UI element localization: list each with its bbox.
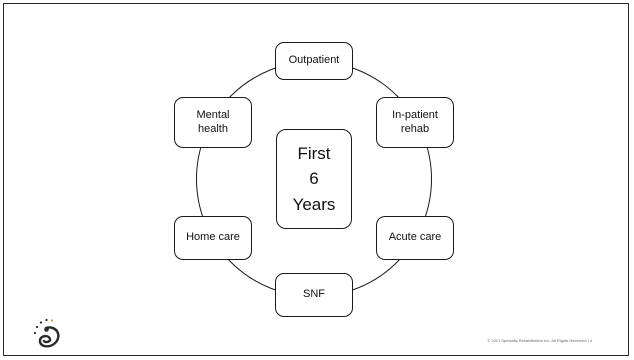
center-line-2: 6 (309, 169, 319, 189)
footer-copyright: © 2021 Specialty Rehabilitation Inc. All… (487, 338, 592, 343)
company-logo (33, 318, 60, 348)
node-outpatient: Outpatient (275, 42, 353, 80)
node-inpatient-rehab: In-patient rehab (376, 97, 454, 148)
node-acute-care: Acute care (376, 216, 454, 260)
center-box: First 6 Years (276, 129, 352, 229)
center-line-3: Years (292, 194, 336, 214)
node-home-care: Home care (174, 216, 252, 260)
center-line-1: First (297, 143, 331, 163)
node-snf: SNF (275, 273, 353, 317)
node-mental-health: Mental health (174, 97, 252, 148)
